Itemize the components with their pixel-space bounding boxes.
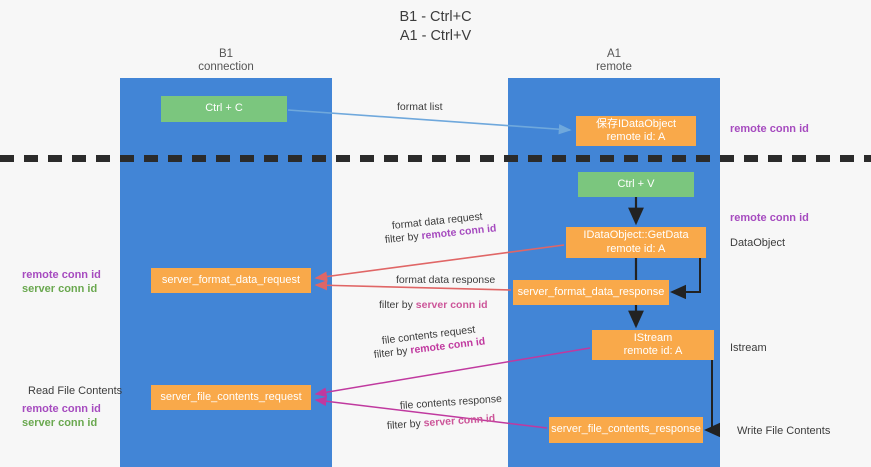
filter-by-text-2: filter by <box>379 299 416 311</box>
phase-divider <box>0 155 871 162</box>
node-idataobject-line1: 保存IDataObject <box>595 117 677 130</box>
lane-header-a1-name: A1 <box>606 48 622 60</box>
annotation-write-file-contents-text: Write File Contents <box>737 425 831 437</box>
node-istream-text: IStream remote id: A <box>624 332 683 359</box>
edge-label-filter-server-conn-id-1: filter by server conn id <box>379 299 488 312</box>
node-getdata-line2: remote id: A <box>606 242 666 255</box>
node-istream-line1: IStream <box>633 331 673 344</box>
annotation-dataobject: DataObject <box>730 236 785 250</box>
annotation-dataobject-text: DataObject <box>730 237 786 249</box>
annotation-remote-conn-id-top: remote conn id <box>730 122 809 136</box>
lane-header-b1-role: connection <box>198 61 254 73</box>
node-server-file-contents-response[interactable]: server_file_contents_response <box>549 417 703 443</box>
lane-header-b1-name: B1 <box>218 48 234 60</box>
edge-istream-to-file-response <box>704 360 720 438</box>
edge-label-format-list: format list <box>397 101 443 114</box>
node-server-file-contents-request[interactable]: server_file_contents_request <box>151 385 311 410</box>
node-idataobject-line2: remote id: A <box>606 131 666 143</box>
node-server-file-contents-response-label: server_file_contents_response <box>551 423 701 436</box>
node-server-file-contents-request-label: server_file_contents_request <box>160 390 302 403</box>
edge-getdata-to-format-response <box>670 258 701 300</box>
edge-format-data-response <box>314 280 512 291</box>
edge-label-format-data-response: format data response <box>396 274 495 287</box>
node-getdata-text: IDataObject::GetData remote id: A <box>583 229 688 256</box>
annotation-read-file-contents: Read File Contents <box>28 384 122 398</box>
title-line-2: A1 - Ctrl+V <box>399 28 472 44</box>
node-ctrl-v[interactable]: Ctrl + V <box>578 172 694 197</box>
node-getdata-line1: IDataObject::GetData <box>583 229 689 241</box>
node-ctrl-c-label: Ctrl + C <box>205 102 243 115</box>
annotation-conn-ids-left-top: remote conn id server conn id <box>22 268 101 296</box>
node-idataobject-text: 保存IDataObject remote id: A <box>596 118 676 145</box>
edge-label-format-list-text: format list <box>397 101 443 113</box>
edge-format-list <box>287 109 572 135</box>
edge-label-format-data-response-text: format data response <box>396 274 496 286</box>
lane-header-b1: B1 connection <box>146 48 306 74</box>
annotation-remote-conn-id-mid: remote conn id <box>730 211 809 225</box>
node-server-format-data-response[interactable]: server_format_data_response <box>513 280 669 305</box>
node-idataobject[interactable]: 保存IDataObject remote id: A <box>576 116 696 146</box>
filter-by-text-4: filter by <box>386 417 425 432</box>
page-title: B1 - Ctrl+C A1 - Ctrl+V <box>0 8 871 46</box>
edge-format-data-request <box>314 244 565 282</box>
node-idataobject-getdata[interactable]: IDataObject::GetData remote id: A <box>566 227 706 258</box>
annotation-write-file-contents: Write File Contents <box>737 424 830 438</box>
node-server-format-data-response-label: server_format_data_response <box>517 285 665 298</box>
annotation-remote-conn-id-top-text: remote conn id <box>730 123 809 135</box>
edge-file-contents-response <box>314 396 548 429</box>
title-line-1: B1 - Ctrl+C <box>399 9 472 25</box>
annotation-istream-text: Istream <box>730 342 767 354</box>
lane-header-a1: A1 remote <box>534 48 694 74</box>
annotation-left-server-conn-id: server conn id <box>22 283 98 295</box>
annotation-conn-ids-left-bottom: remote conn id server conn id <box>22 402 101 430</box>
lane-header-a1-role: remote <box>596 61 632 73</box>
annotation-left-remote-conn-id: remote conn id <box>22 269 101 281</box>
server-conn-id-text-1: server conn id <box>415 299 488 311</box>
node-ctrl-v-label: Ctrl + V <box>617 177 655 190</box>
annotation-read-file-contents-text: Read File Contents <box>28 385 123 397</box>
annotation-istream: Istream <box>730 341 767 355</box>
node-server-format-data-request[interactable]: server_format_data_request <box>151 268 311 293</box>
edge-file-contents-request <box>314 347 591 397</box>
annotation-remote-conn-id-mid-text: remote conn id <box>730 212 809 224</box>
node-istream-line2: remote id: A <box>623 345 683 357</box>
node-ctrl-c[interactable]: Ctrl + C <box>161 96 287 122</box>
node-istream[interactable]: IStream remote id: A <box>592 330 714 360</box>
filter-by-text-1: filter by <box>384 230 423 246</box>
annotation-left-remote-conn-id-2: remote conn id <box>22 403 101 415</box>
annotation-left-server-conn-id-2: server conn id <box>22 417 98 429</box>
node-server-format-data-request-label: server_format_data_request <box>161 273 301 286</box>
